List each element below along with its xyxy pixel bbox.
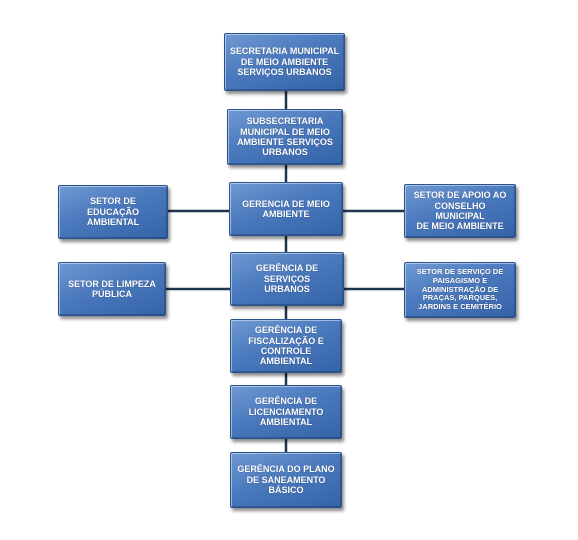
box-subsecretaria: SUBSECRETARIA MUNICIPAL DE MEIO AMBIENTE… xyxy=(227,109,343,165)
box-text-line: DE MEIO AMBIENTE xyxy=(240,56,329,67)
box-text-line: GERÊNCIA DE SERVIÇOS xyxy=(255,263,319,284)
box-setor-paisagismo: SETOR DE SERVIÇO DE PAISAGISMO E ADMINIS… xyxy=(404,262,516,318)
box-text-line: FISCALIZAÇÃO E xyxy=(248,335,324,346)
box-setor-apoio-conselho: SETOR DE APOIO AO CONSELHO MUNICIPAL DE … xyxy=(404,184,516,238)
box-text-line: GERÊNCIA DE xyxy=(254,396,318,407)
box-text-line: URBANOS xyxy=(262,147,308,158)
box-text-line: PRAÇAS, PARQUES, xyxy=(422,293,498,303)
box-text-line: SETOR DE LIMPEZA xyxy=(68,278,156,289)
box-text-line: CONSELHO MUNICIPAL xyxy=(434,200,486,221)
box-gerencia-servicos-urbanos: GERÊNCIA DE SERVIÇOS URBANOS xyxy=(230,252,344,306)
box-gerencia-meio-ambiente: GERENCIA DE MEIO AMBIENTE xyxy=(229,182,343,236)
box-gerencia-licenciamento: GERÊNCIA DE LICENCIAMENTO AMBIENTAL xyxy=(230,385,342,439)
box-text-line: LICENCIAMENTO xyxy=(248,406,324,417)
box-text-line: DE MEIO AMBIENTE xyxy=(416,221,504,232)
box-text-line: BÁSICO xyxy=(268,485,304,496)
box-text-line: SETOR DE SERVIÇO DE xyxy=(416,267,504,277)
box-text-line: AMBIENTAL xyxy=(259,417,313,428)
box-text-line: SERVIÇOS URBANOS xyxy=(237,67,332,78)
box-text-line: SETOR DE EDUCAÇÃO xyxy=(86,196,139,217)
box-text-line: SECRETARIA MUNICIPAL xyxy=(229,46,340,57)
box-gerencia-saneamento: GERÊNCIA DO PLANO DE SANEAMENTO BÁSICO xyxy=(230,452,342,508)
box-text-line: PÚBLICA xyxy=(92,289,132,299)
box-text-line: PAISAGISMO E xyxy=(432,276,488,286)
box-text-line: ADMINISTRAÇÃO DE xyxy=(421,284,499,294)
box-text-line: SETOR DE APOIO AO xyxy=(413,190,507,201)
box-gerencia-fiscalizacao: GERÊNCIA DE FISCALIZAÇÃO E CONTROLE AMBI… xyxy=(230,319,342,373)
box-text-line: MUNICIPAL DE MEIO xyxy=(240,126,330,137)
box-text-line: CONTROLE AMBIENTAL xyxy=(259,346,313,367)
box-setor-educacao-ambiental: SETOR DE EDUCAÇÃO AMBIENTAL xyxy=(58,185,168,239)
box-text-line: JARDINS E CEMITÉRIO xyxy=(418,301,502,311)
box-text-line: AMBIENTAL xyxy=(86,217,140,228)
box-setor-limpeza-publica: SETOR DE LIMPEZA PÚBLICA xyxy=(58,262,166,316)
box-text-line: AMBIENTE xyxy=(262,209,310,219)
box-text-line: AMBIENTE SERVIÇOS xyxy=(237,137,333,147)
box-text-line: DE SANEAMENTO xyxy=(246,474,326,485)
box-text-line: URBANOS xyxy=(264,284,310,295)
box-text-line: GERENCIA DE MEIO xyxy=(242,198,330,209)
box-text-line: GERÊNCIA DE xyxy=(254,325,318,336)
box-text-line: GERÊNCIA DO PLANO xyxy=(237,464,335,475)
box-text-line: SUBSECRETARIA xyxy=(246,116,324,127)
box-secretaria-municipal: SECRETARIA MUNICIPAL DE MEIO AMBIENTE SE… xyxy=(224,33,345,91)
